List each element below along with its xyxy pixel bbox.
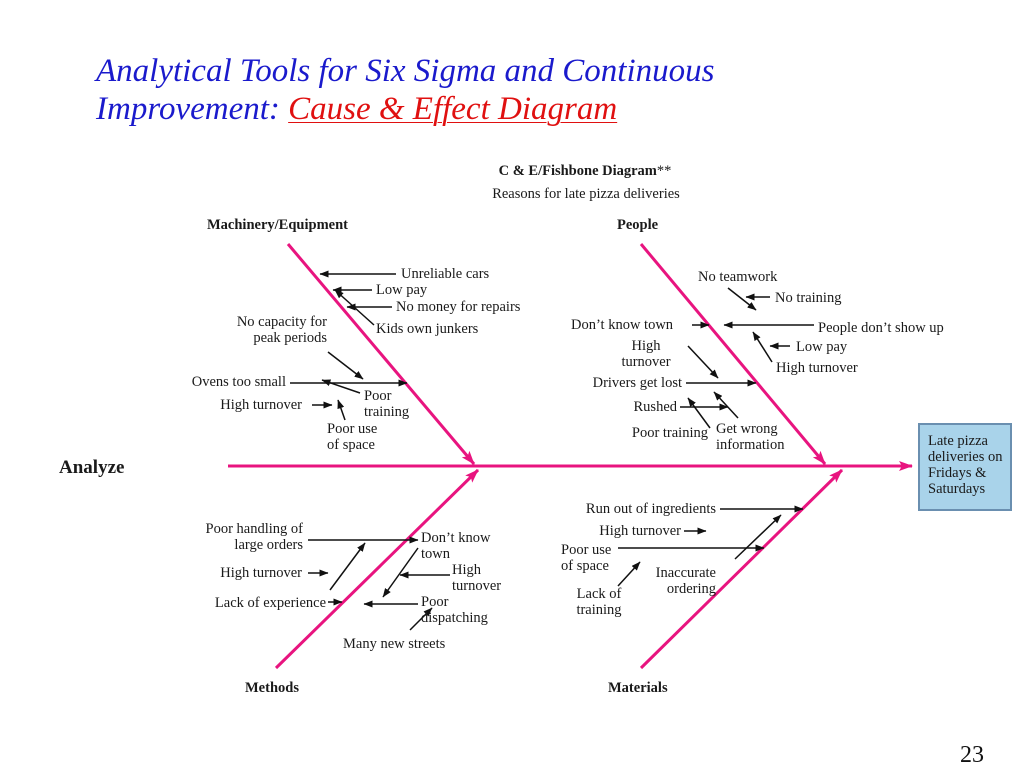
category-machinery: Machinery/Equipment	[207, 217, 348, 233]
effect-line4: Saturdays	[928, 481, 986, 497]
slide-title-line2: Improvement:	[96, 91, 280, 127]
cause-high-turnover-machinery: High turnover	[220, 397, 302, 413]
effect-line1: Late pizza	[928, 433, 988, 449]
diagram-heading-mark: **	[656, 163, 672, 179]
cause-high-turnover-methods-2: High turnover	[452, 562, 501, 594]
bone-machinery	[286, 243, 476, 465]
diagram-heading: C & E/Fishbone Diagram**	[460, 163, 710, 179]
cause-high-turnover-methods-2-line1: High	[452, 562, 481, 578]
cause-dont-know-town-people: Don’t know town	[571, 317, 674, 333]
cause-no-money-repairs: No money for repairs	[396, 299, 521, 315]
cause-dont-know-town-methods-line2: town	[421, 546, 450, 562]
cause-high-turnover-people: High turnover	[776, 360, 858, 376]
cause-poor-handling-large-orders: Poor handling of large orders	[150, 521, 303, 553]
cause-low-pay-machinery: Low pay	[376, 282, 428, 298]
slide-title-line1: Analytical Tools for Six Sigma and Conti…	[96, 53, 715, 89]
cause-inaccurate-ordering-line2: ordering	[666, 581, 716, 597]
cause-inaccurate-ordering-line1: Inaccurate	[655, 565, 716, 581]
cause-poor-training-machinery-line2: training	[364, 404, 410, 420]
cause-lack-of-experience: Lack of experience	[214, 595, 326, 611]
cause-poor-dispatching-line1: Poor	[421, 594, 449, 610]
cause-run-out-ingredients: Run out of ingredients	[585, 501, 716, 517]
cause-unreliable-cars: Unreliable cars	[401, 266, 490, 282]
cause-poor-use-space-machinery-line2: of space	[327, 437, 375, 453]
slide-title-highlight: Cause & Effect Diagram	[288, 91, 618, 127]
cause-high-turnover-people-2-line2: turnover	[621, 354, 671, 370]
cause-high-turnover-methods: High turnover	[220, 565, 302, 581]
cause-low-pay-people: Low pay	[796, 339, 848, 355]
cause-poor-training-people: Poor training	[631, 425, 708, 441]
cause-poor-use-space-materials-line1: Poor use	[561, 542, 612, 558]
slide-title: Analytical Tools for Six Sigma and Conti…	[96, 52, 714, 128]
cause-get-wrong-information: Get wrong information	[716, 421, 784, 453]
effect-box: Late pizza deliveries on Fridays & Satur…	[918, 423, 1012, 511]
cause-many-new-streets: Many new streets	[343, 636, 446, 652]
page-number: 23	[960, 742, 984, 768]
cause-high-turnover-people-2-line1: High	[631, 338, 661, 354]
cause-poor-dispatching: Poor dispatching	[421, 594, 488, 626]
cause-lack-of-training-line1: Lack of	[576, 586, 622, 602]
cause-poor-handling-line1: Poor handling of	[205, 521, 303, 537]
category-materials: Materials	[608, 680, 668, 696]
cause-no-teamwork: No teamwork	[698, 269, 778, 285]
cause-people-dont-show-up: People don’t show up	[818, 320, 944, 336]
cause-poor-use-space-machinery-line1: Poor use	[327, 421, 378, 437]
cause-get-wrong-information-line2: information	[716, 437, 785, 453]
cause-get-wrong-information-line1: Get wrong	[716, 421, 778, 437]
cause-ovens-too-small: Ovens too small	[191, 374, 286, 390]
analyze-label: Analyze	[59, 457, 125, 478]
cause-poor-use-space-materials: Poor use of space	[561, 542, 611, 574]
cause-poor-training-machinery: Poor training	[364, 388, 409, 420]
cause-no-training: No training	[775, 290, 842, 306]
cause-dont-know-town-methods-line1: Don’t know	[421, 530, 491, 546]
cause-no-capacity-line1: No capacity for	[236, 314, 327, 330]
cause-poor-handling-line2: large orders	[234, 537, 303, 553]
diagram-heading-text: C & E/Fishbone Diagram	[498, 163, 657, 179]
cause-high-turnover-materials: High turnover	[599, 523, 681, 539]
diagram-subheading: Reasons for late pizza deliveries	[492, 186, 680, 202]
cause-inaccurate-ordering: Inaccurate ordering	[630, 565, 716, 597]
cause-high-turnover-people-2: High turnover	[600, 338, 692, 370]
cause-arrows	[290, 270, 814, 631]
bone-materials	[639, 468, 844, 670]
cause-kids-own-junkers: Kids own junkers	[376, 321, 479, 337]
bone-people	[639, 243, 827, 465]
effect-line3: Fridays &	[928, 465, 987, 481]
category-methods: Methods	[245, 680, 299, 696]
cause-poor-use-space-machinery: Poor use of space	[327, 421, 377, 453]
cause-no-capacity: No capacity for peak periods	[190, 314, 327, 346]
cause-drivers-get-lost: Drivers get lost	[592, 375, 682, 391]
cause-poor-dispatching-line2: dispatching	[421, 610, 488, 626]
category-people: People	[617, 217, 659, 233]
bone-methods	[274, 468, 480, 670]
cause-no-capacity-line2: peak periods	[253, 330, 327, 346]
cause-rushed: Rushed	[633, 399, 678, 415]
effect-line2: deliveries on	[928, 449, 1003, 465]
cause-lack-of-training: Lack of training	[560, 586, 638, 618]
cause-poor-training-machinery-line1: Poor	[364, 388, 392, 404]
cause-poor-use-space-materials-line2: of space	[561, 558, 609, 574]
cause-dont-know-town-methods: Don’t know town	[421, 530, 490, 562]
cause-lack-of-training-line2: training	[576, 602, 622, 618]
cause-high-turnover-methods-2-line2: turnover	[452, 578, 502, 594]
